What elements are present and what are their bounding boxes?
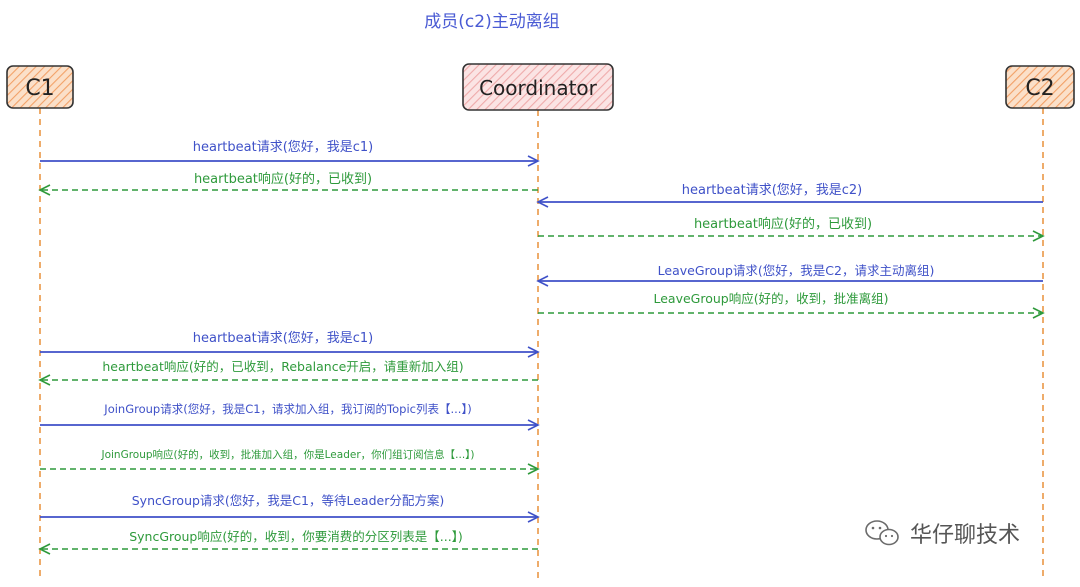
participant-c1: C1 <box>6 65 74 109</box>
message-label-11: SyncGroup请求(您好，我是C1，等待Leader分配方案) <box>132 493 444 508</box>
message-arrowhead-7 <box>527 346 540 358</box>
watermark-text: 华仔聊技术 <box>910 523 1020 548</box>
diagram-title: 成员(c2)主动离组 <box>424 12 559 32</box>
message-label-3: heartbeat请求(您好，我是c2) <box>682 182 863 198</box>
message-label-7: heartbeat请求(您好，我是c1) <box>193 330 374 346</box>
message-label-9: JoinGroup请求(您好，我是C1，请求加入组，我订阅的Topic列表【..… <box>103 402 471 416</box>
message-arrowhead-5 <box>536 275 549 287</box>
message-label-4: heartbeat响应(好的，已收到) <box>694 216 872 232</box>
participant-c1-label: C1 <box>25 76 54 101</box>
message-label-10: JoinGroup响应(好的，收到，批准加入组，你是Leader，你们组订阅信息… <box>100 448 474 461</box>
message-label-6: LeaveGroup响应(好的，收到，批准离组) <box>654 291 889 306</box>
messages-group: heartbeat请求(您好，我是c1) heartbeat响应(好的，已收到) h… <box>38 139 1045 555</box>
wechat-icon <box>865 520 899 546</box>
participant-coordinator-label: Coordinator <box>479 76 598 100</box>
message-arrowhead-11 <box>527 511 540 523</box>
message-arrowhead-6 <box>1032 307 1045 319</box>
message-label-1: heartbeat请求(您好，我是c1) <box>193 139 374 155</box>
message-arrowhead-3 <box>536 196 549 208</box>
message-arrowhead-4 <box>1032 230 1045 242</box>
participant-c2: C2 <box>1005 65 1075 109</box>
message-arrowhead-1 <box>527 155 540 167</box>
message-arrowhead-9 <box>527 419 540 431</box>
message-arrowhead-12 <box>38 543 51 555</box>
message-label-8: heartbeat响应(好的，已收到，Rebalance开启，请重新加入组) <box>102 359 463 374</box>
message-arrowhead-8 <box>38 374 51 386</box>
participant-coordinator: Coordinator <box>462 63 614 111</box>
message-label-12: SyncGroup响应(好的，收到，你要消费的分区列表是【...】) <box>129 529 463 544</box>
message-arrowhead-2 <box>38 184 51 196</box>
watermark: 华仔聊技术 <box>865 520 1020 548</box>
message-label-5: LeaveGroup请求(您好，我是C2，请求主动离组) <box>658 263 935 278</box>
message-arrowhead-10 <box>527 463 540 475</box>
participant-c2-label: C2 <box>1025 76 1054 101</box>
message-label-2: heartbeat响应(好的，已收到) <box>194 171 372 187</box>
